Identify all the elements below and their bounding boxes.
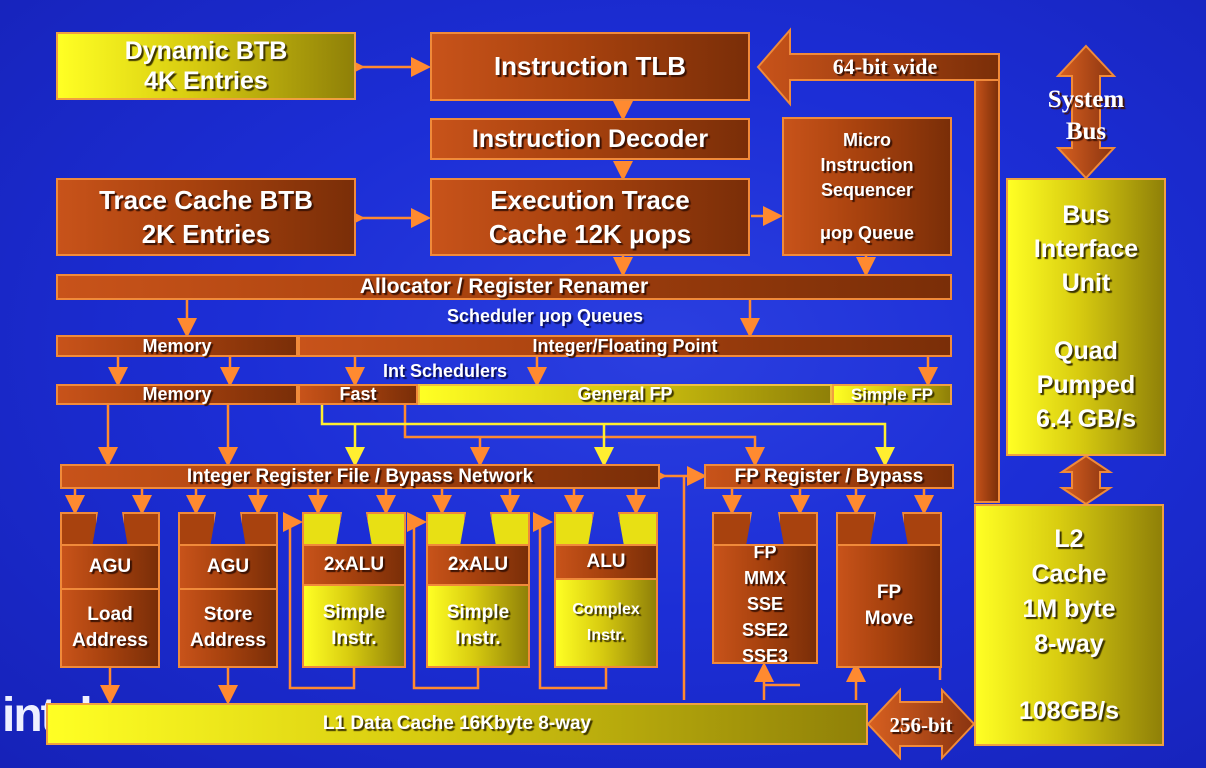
unit-function-line: Move bbox=[864, 608, 914, 629]
unit-function-label: FP Move bbox=[838, 546, 940, 666]
operand-port bbox=[554, 512, 594, 546]
l1-data-cache: L1 Data Cache 16Kbyte 8-way bbox=[46, 703, 868, 745]
unit-function-line: Instr. bbox=[331, 628, 377, 649]
unit-function-line: Instr. bbox=[586, 627, 626, 644]
instruction-decoder: Instruction Decoder bbox=[430, 118, 750, 160]
allocator-register-renamer: Allocator / Register Renamer bbox=[56, 274, 952, 300]
int-schedulers-label: Int Schedulers bbox=[382, 360, 508, 381]
execution-trace-cache: Execution Trace Cache 12K μops bbox=[430, 178, 750, 256]
unit-function-line: Store bbox=[203, 604, 253, 625]
operand-port bbox=[490, 512, 530, 546]
unit-divider bbox=[556, 578, 656, 580]
operand-port bbox=[178, 512, 216, 546]
operand-port bbox=[302, 512, 342, 546]
l2-cache: L2 Cache 1M byte 8-way 108GB/s bbox=[974, 504, 1164, 746]
simple-fp-scheduler: Simple FP bbox=[832, 384, 952, 405]
unit-function-line: FP bbox=[753, 544, 777, 562]
fp-register-bypass: FP Register / Bypass bbox=[704, 464, 954, 489]
unit-function-line: Instr. bbox=[455, 628, 501, 649]
unit-function-line: Simple bbox=[322, 602, 386, 623]
micro-instruction-sequencer: Micro Instruction Sequencer μop Queue bbox=[782, 117, 952, 256]
memory-uop-queue: Memory bbox=[56, 335, 298, 357]
unit-type-label: 2xALU bbox=[428, 546, 528, 584]
operand-port bbox=[618, 512, 658, 546]
unit-body: FP Move bbox=[836, 544, 942, 668]
integer-fp-uop-queue: Integer/Floating Point bbox=[298, 335, 952, 357]
unit-function-line: Load bbox=[87, 604, 133, 625]
operand-port bbox=[426, 512, 466, 546]
unit-type-label: AGU bbox=[88, 556, 132, 577]
operand-port bbox=[778, 512, 818, 546]
bus-interface-unit: Bus Interface Unit Quad Pumped 6.4 GB/s bbox=[1006, 178, 1166, 456]
unit-function-line: Address bbox=[71, 630, 149, 651]
unit-function-line: Complex bbox=[572, 601, 640, 618]
unit-function-line: SSE3 bbox=[741, 646, 789, 664]
dynamic-btb: Dynamic BTB 4K Entries bbox=[56, 32, 356, 100]
memory-scheduler: Memory bbox=[56, 384, 298, 405]
operand-port bbox=[240, 512, 278, 546]
integer-register-file: Integer Register File / Bypass Network bbox=[60, 464, 660, 489]
unit-type-label: AGU bbox=[206, 556, 250, 577]
general-fp-scheduler: General FP bbox=[418, 384, 832, 405]
unit-type-label: 2xALU bbox=[304, 546, 404, 584]
unit-function-line: MMX bbox=[744, 568, 786, 588]
unit-divider bbox=[180, 588, 276, 590]
system-bus-label: System Bus bbox=[1047, 86, 1125, 145]
unit-divider bbox=[62, 588, 158, 590]
unit-type-label: ALU bbox=[556, 546, 656, 578]
fast-scheduler: Fast bbox=[298, 384, 418, 405]
bus-width-64-label: 64-bit wide bbox=[832, 54, 938, 79]
unit-function-line: FP bbox=[876, 582, 902, 603]
operand-port bbox=[366, 512, 406, 546]
operand-port bbox=[836, 512, 876, 546]
scheduler-uop-queues-label: Scheduler μop Queues bbox=[446, 305, 644, 326]
bus-width-256-label: 256-bit bbox=[889, 712, 953, 737]
operand-port bbox=[902, 512, 942, 546]
unit-function-line: SSE bbox=[746, 594, 784, 614]
trace-cache-btb: Trace Cache BTB 2K Entries bbox=[56, 178, 356, 256]
operand-port bbox=[122, 512, 160, 546]
unit-function-line: Address bbox=[189, 630, 267, 651]
unit-function-line: SSE2 bbox=[741, 620, 789, 640]
execution-unit: FP Move bbox=[836, 512, 942, 668]
unit-divider bbox=[304, 584, 404, 586]
operand-port bbox=[712, 512, 752, 546]
instruction-tlb: Instruction TLB bbox=[430, 32, 750, 101]
operand-port bbox=[60, 512, 98, 546]
unit-function-line: Simple bbox=[446, 602, 510, 623]
unit-divider bbox=[428, 584, 528, 586]
